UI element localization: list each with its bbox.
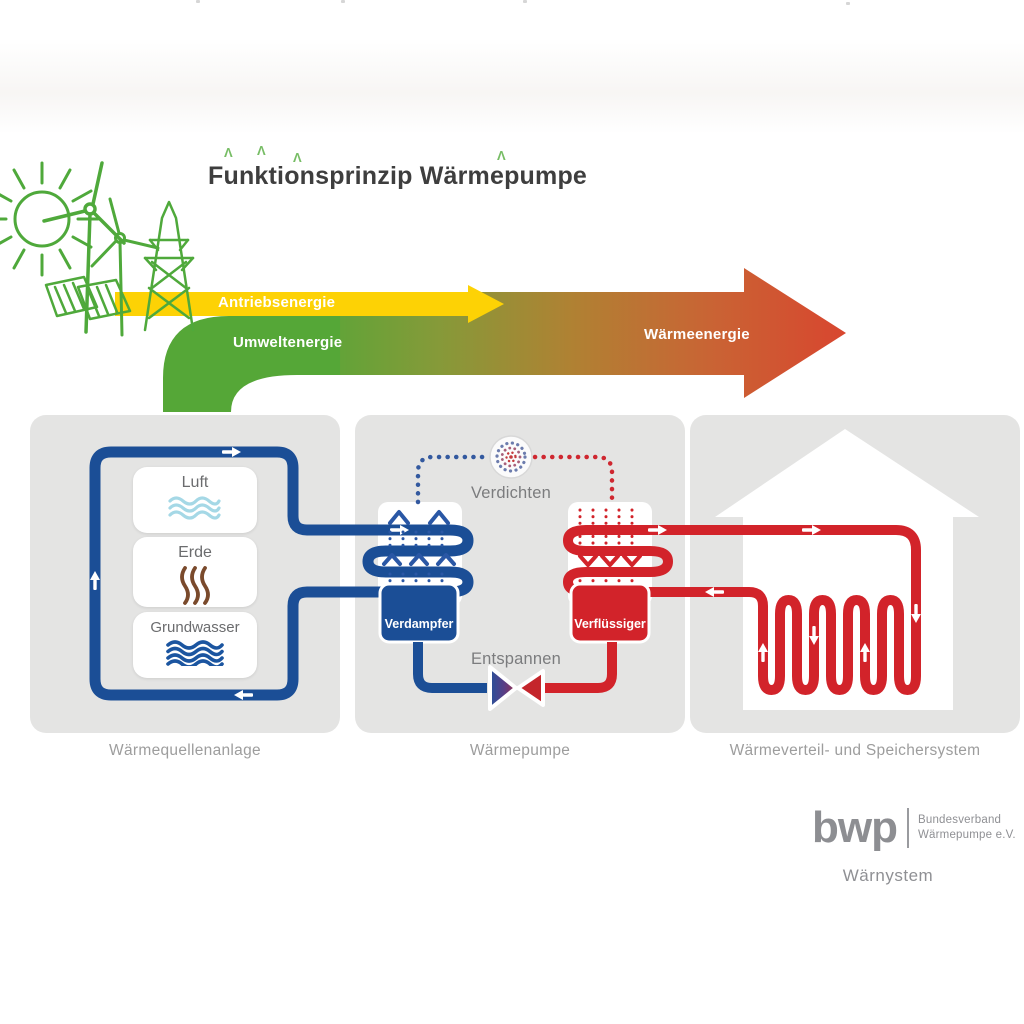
scan-artifact [846,2,850,5]
distribution-panel-caption: Wärmeverteil- und Speichersystem [729,742,981,759]
expand-label: Entspannen [470,650,562,668]
ambient-energy-band [163,316,340,412]
refrigerant-gas-line-hot [532,454,615,505]
bwp-logo: bwp Bundesverband Wärmepumpe e.V. [812,806,1016,850]
scan-artifact [341,0,345,3]
compressor-icon [489,435,533,479]
groundwater-waves-icon [166,640,224,666]
logo-org-line2: Wärmepumpe e.V. [917,829,1016,841]
print-ghost-mark: Λ [257,143,266,158]
source-panel-caption: Wärmequellenanlage [109,742,261,759]
source-box-ground: Erde [133,537,257,607]
solar-panel-icon [44,275,132,321]
ground-heat-icon [180,566,210,605]
heating-circuit-pipe [562,525,921,696]
source-label-air: Luft [181,474,209,491]
source-box-air: Luft [133,467,257,533]
page-title: Funktionsprinzip Wärmepumpe [208,162,588,190]
source-circuit-pipe [89,446,474,701]
logo-org-line1: Bundesverband [917,814,1002,827]
refrigerant-gas-line-cold [415,454,490,505]
power-pylon-icon [143,200,195,332]
condenser-label: Verflüssiger [574,617,646,631]
evaporator-vessel [378,582,460,644]
air-waves-icon [168,496,221,520]
merged-energy-arrow [338,268,846,398]
evaporator-fin-pattern [382,510,456,602]
source-box-groundwater: Grundwasser [133,612,257,678]
bwp-logo-wordmark: bwp [812,803,898,852]
page-shadow-band [0,42,1024,134]
condenser-vessel [569,582,651,644]
drive-energy-label: Antriebsenergie [218,294,336,311]
evaporator-label: Verdampfer [384,617,454,631]
scan-artifact [196,0,200,3]
refrigerant-pipe-hot [543,642,617,693]
source-panel: Luft Erde Grundwasser [30,415,340,733]
print-ghost-mark: Λ [497,148,506,163]
logo-org-text: Bundesverband Wärmepumpe e.V. [918,813,1016,843]
watermark-text: Wärnystem [842,866,934,885]
logo-divider [906,808,909,848]
expansion-valve-icon [488,665,545,711]
refrigerant-pipe-cold [413,642,487,693]
heat-energy-label: Wärmeenergie [644,326,750,343]
ambient-energy-label: Umweltenergie [233,334,343,351]
source-label-ground: Erde [178,544,212,561]
scan-artifact [523,0,527,3]
drive-energy-band [115,285,504,323]
print-ghost-mark: Λ [224,145,233,160]
source-label-groundwater: Grundwasser [150,619,240,636]
renewables-illustration [0,161,195,337]
sun-icon [0,161,100,277]
heat-pump-panel-caption: Wärmepumpe [469,742,571,759]
print-ghost-mark: Λ [293,150,302,165]
compress-label: Verdichten [471,484,551,502]
